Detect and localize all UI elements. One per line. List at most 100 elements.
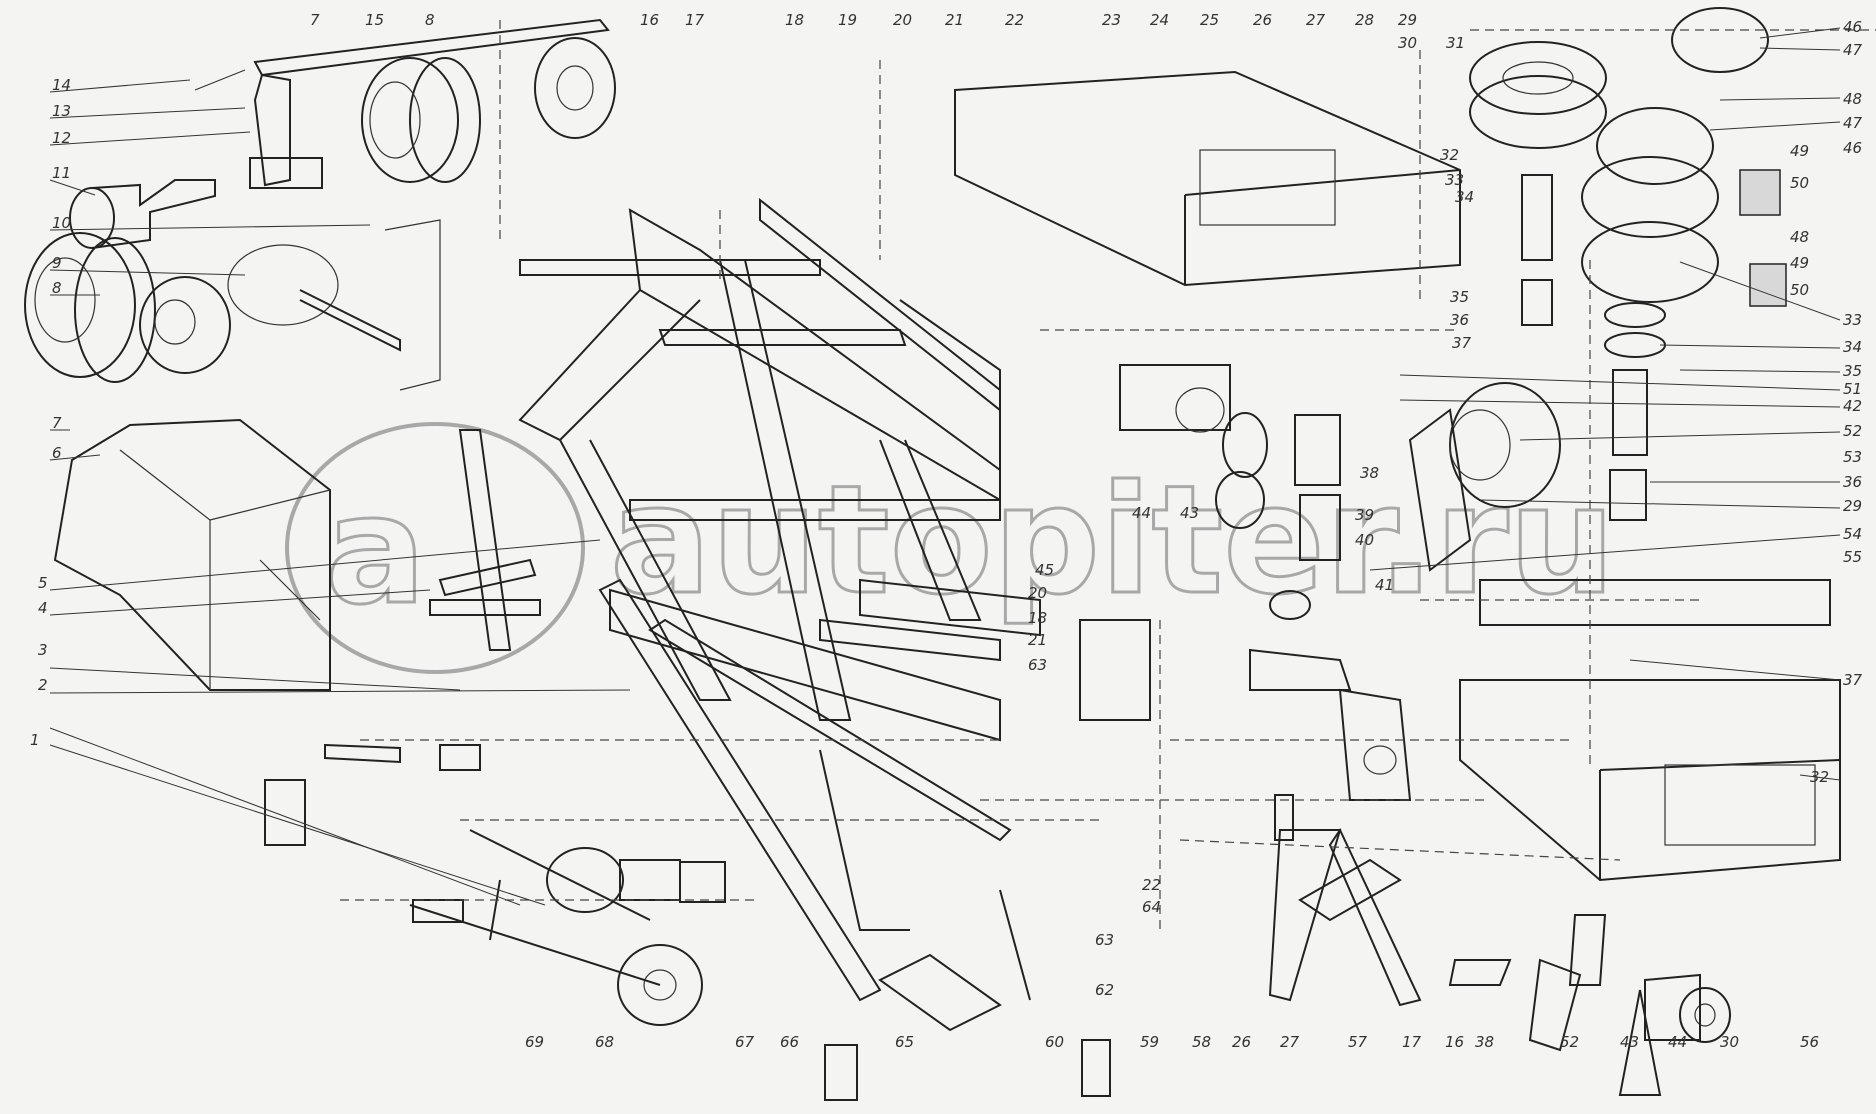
callout-r-32: 32: [1810, 768, 1829, 786]
callout-r-37: 37: [1843, 671, 1863, 689]
callout-r-52: 52: [1843, 422, 1862, 440]
callout-b-65: 65: [895, 1033, 914, 1051]
callout-r-33: 33: [1843, 311, 1862, 329]
callout-mb-22: 22: [1142, 876, 1161, 894]
callout-b-69: 69: [525, 1033, 544, 1051]
callout-12: 12: [52, 129, 71, 147]
callout-14: 14: [52, 76, 71, 94]
callout-top-21: 21: [945, 11, 964, 29]
callout-r-35: 35: [1843, 362, 1862, 380]
callout-r-48b: 48: [1790, 228, 1809, 246]
callout-r-46: 46: [1843, 18, 1862, 36]
callout-b-52: 52: [1560, 1033, 1579, 1051]
callout-top-29: 29: [1398, 11, 1417, 29]
callout-c-34: 34: [1455, 188, 1474, 206]
callout-b-59: 59: [1140, 1033, 1159, 1051]
watermark-ring: [285, 422, 585, 674]
callout-top-31: 31: [1446, 34, 1465, 52]
callout-b-66: 66: [780, 1033, 799, 1051]
callout-c-37: 37: [1452, 334, 1472, 352]
callout-b-26: 26: [1232, 1033, 1251, 1051]
callout-r-50: 50: [1790, 174, 1809, 192]
callout-c-21: 21: [1028, 631, 1047, 649]
callout-c-43: 43: [1180, 504, 1199, 522]
callout-5: 5: [38, 574, 48, 592]
callout-b-57: 57: [1348, 1033, 1368, 1051]
callout-4: 4: [38, 599, 48, 617]
callout-c-18: 18: [1028, 609, 1047, 627]
callout-r-48: 48: [1843, 90, 1862, 108]
callout-c-33: 33: [1445, 171, 1464, 189]
callout-top-15: 15: [365, 11, 384, 29]
callout-top-18: 18: [785, 11, 804, 29]
callout-top-23: 23: [1102, 11, 1121, 29]
callout-c-32: 32: [1440, 146, 1459, 164]
callout-top-28: 28: [1355, 11, 1374, 29]
callout-r-42: 42: [1843, 397, 1862, 415]
callout-b-27: 27: [1280, 1033, 1300, 1051]
callout-b-44: 44: [1668, 1033, 1687, 1051]
callout-top-7: 7: [310, 11, 320, 29]
callout-11: 11: [52, 164, 71, 182]
callout-r-47: 47: [1843, 41, 1863, 59]
callout-r-36: 36: [1843, 473, 1862, 491]
callout-top-25: 25: [1200, 11, 1219, 29]
callout-top-17: 17: [685, 11, 705, 29]
callout-1: 1: [30, 731, 40, 749]
callout-top-22: 22: [1005, 11, 1024, 29]
callout-r-50b: 50: [1790, 281, 1809, 299]
callout-top-16: 16: [640, 11, 659, 29]
callout-r-53: 53: [1843, 448, 1862, 466]
callout-b-56: 56: [1800, 1033, 1819, 1051]
callout-c-35: 35: [1450, 288, 1469, 306]
callout-c-20: 20: [1028, 584, 1047, 602]
callout-r-34: 34: [1843, 338, 1862, 356]
callout-c-38: 38: [1360, 464, 1379, 482]
watermark: a autopiter.ru: [285, 422, 1617, 674]
callout-top-20: 20: [893, 11, 912, 29]
callout-top-27: 27: [1306, 11, 1326, 29]
callout-mb-62: 62: [1095, 981, 1114, 999]
callout-r-46b: 46: [1843, 139, 1862, 157]
callout-r-29: 29: [1843, 497, 1862, 515]
callout-b-30: 30: [1720, 1033, 1739, 1051]
callout-c-36: 36: [1450, 311, 1469, 329]
callout-top-26: 26: [1253, 11, 1272, 29]
callout-c-40: 40: [1355, 531, 1374, 549]
callout-8: 8: [52, 279, 62, 297]
watermark-text: autopiter.ru: [610, 454, 1615, 628]
callout-b-16: 16: [1445, 1033, 1464, 1051]
callout-13: 13: [52, 102, 71, 120]
callout-10: 10: [52, 214, 71, 232]
callout-b-43: 43: [1620, 1033, 1639, 1051]
callout-b-38: 38: [1475, 1033, 1494, 1051]
callout-b-17: 17: [1402, 1033, 1422, 1051]
callout-7: 7: [52, 414, 62, 432]
callout-mb-63: 63: [1095, 931, 1114, 949]
callout-c-39: 39: [1355, 506, 1374, 524]
callout-3: 3: [38, 641, 48, 659]
callout-r-55: 55: [1843, 548, 1862, 566]
callout-b-58: 58: [1192, 1033, 1211, 1051]
watermark-logo-letter: a: [325, 464, 426, 638]
callout-r-49: 49: [1790, 142, 1809, 160]
callout-6: 6: [52, 444, 62, 462]
callout-b-68: 68: [595, 1033, 614, 1051]
callout-top-19: 19: [838, 11, 857, 29]
leader-lines: [49, 27, 1841, 906]
callout-c-41: 41: [1375, 576, 1394, 594]
callout-c-44: 44: [1132, 504, 1151, 522]
callout-c-45: 45: [1035, 561, 1054, 579]
callout-2: 2: [38, 676, 48, 694]
callout-top-24: 24: [1150, 11, 1169, 29]
callout-top-8: 8: [425, 11, 435, 29]
callout-top-30: 30: [1398, 34, 1417, 52]
callout-b-67: 67: [735, 1033, 755, 1051]
callout-9: 9: [52, 254, 62, 272]
callout-numbers: 14 13 12 11 10 9 8 7 6 5 4 3 2 1 7 15 8 …: [30, 11, 1863, 1051]
drawing-lines: [24, 7, 1876, 1101]
callout-r-54: 54: [1843, 525, 1862, 543]
callout-b-60: 60: [1045, 1033, 1064, 1051]
